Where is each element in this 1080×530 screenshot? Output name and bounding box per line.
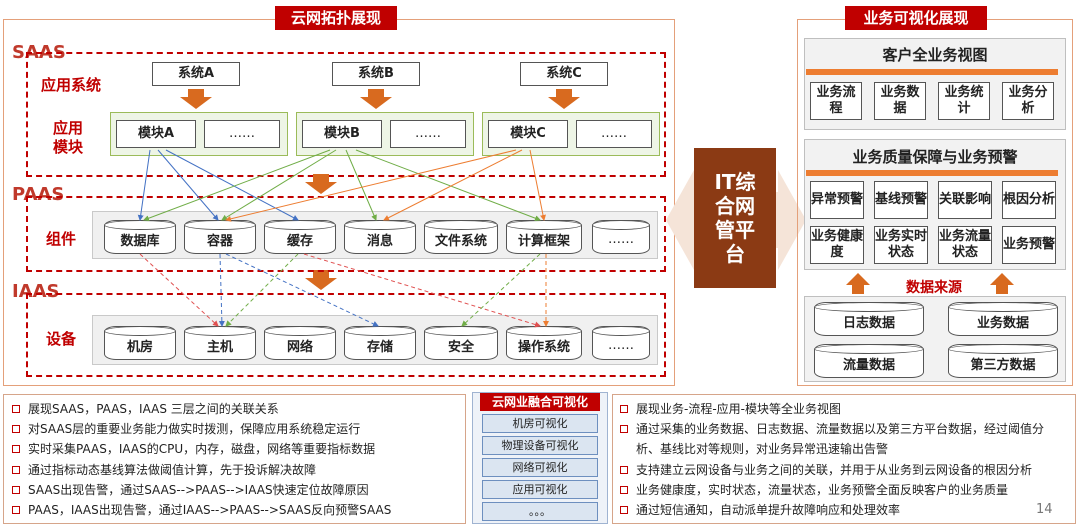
overview-analysis[interactable]: 业务分析 [1002, 82, 1054, 120]
it-platform[interactable]: IT综合网管平台 [694, 148, 776, 288]
it-platform-label: IT综合网管平台 [714, 170, 756, 266]
left-bullet: 展现SAAS，PAAS，IAAS 三层之间的关联关系 [10, 399, 462, 419]
right-bullet: 支持建立云网设备与业务之间的关联，并用于从业务到云网设备的根因分析 [618, 460, 1070, 480]
overview-bar [806, 69, 1058, 75]
source-log-data[interactable]: 日志数据 [814, 302, 924, 336]
paas-label: PAAS [12, 184, 65, 205]
device-more: …… [592, 326, 650, 360]
component-filesystem[interactable]: 文件系统 [424, 220, 498, 254]
left-bullet: SAAS出现告警，通过SAAS-->PAAS-->IAAS快速定位故障原因 [10, 480, 462, 500]
quality-health[interactable]: 业务健康度 [810, 226, 864, 264]
module-c-more: …… [576, 120, 652, 148]
device-network[interactable]: 网络 [264, 326, 336, 360]
quality-business-alert[interactable]: 业务预警 [1002, 226, 1056, 264]
fusion-network[interactable]: 网络可视化 [482, 458, 598, 477]
system-b[interactable]: 系统B [332, 62, 420, 86]
app-system-label: 应用系统 [40, 76, 101, 94]
overview-title: 客户全业务视图 [806, 44, 1064, 66]
left-bullet: 通过指标动态基线算法做阈值计算，先于投诉解决故障 [10, 460, 462, 480]
component-container[interactable]: 容器 [184, 220, 256, 254]
topology-title: 云网拓扑展现 [275, 6, 397, 30]
right-bullet: 通过短信通知，自动派单提升故障响应和处理效率 [618, 500, 1070, 520]
right-bullet-list: 展现业务-流程-应用-模块等全业务视图 通过采集的业务数据、日志数据、流量数据以… [618, 399, 1070, 520]
fusion-room[interactable]: 机房可视化 [482, 414, 598, 433]
right-bullet: 业务健康度，实时状态，流量状态，业务预警全面反映客户的业务质量 [618, 480, 1070, 500]
system-c[interactable]: 系统C [520, 62, 608, 86]
fusion-more: 。。。 [482, 502, 598, 521]
component-more: …… [592, 220, 650, 254]
arrow-system-a [180, 89, 212, 109]
right-bullets-box [612, 394, 1076, 524]
overview-process[interactable]: 业务流程 [810, 82, 862, 120]
data-source-label: 数据来源 [906, 280, 962, 296]
business-title: 业务可视化展现 [845, 6, 987, 30]
overview-data[interactable]: 业务数据 [874, 82, 926, 120]
quality-realtime-status[interactable]: 业务实时状态 [874, 226, 928, 264]
quality-root-cause[interactable]: 根因分析 [1002, 181, 1056, 219]
system-a[interactable]: 系统A [152, 62, 240, 86]
left-bullets-box [3, 394, 466, 524]
module-c[interactable]: 模块C [488, 120, 568, 148]
app-module-label: 应用模块 [52, 119, 83, 156]
component-cache[interactable]: 缓存 [264, 220, 336, 254]
source-traffic-data[interactable]: 流量数据 [814, 344, 924, 378]
arrow-system-b [360, 89, 392, 109]
right-bullet: 通过采集的业务数据、日志数据、流量数据以及第三方平台数据，经过阈值分析、基线比对… [618, 419, 1070, 459]
page-number: 14 [1036, 502, 1053, 517]
fusion-application[interactable]: 应用可视化 [482, 480, 598, 499]
fusion-title: 云网业融合可视化 [480, 393, 600, 411]
source-third-party-data[interactable]: 第三方数据 [948, 344, 1058, 378]
device-machine-room[interactable]: 机房 [104, 326, 176, 360]
right-bullet: 展现业务-流程-应用-模块等全业务视图 [618, 399, 1070, 419]
device-os[interactable]: 操作系统 [506, 326, 582, 360]
fusion-device[interactable]: 物理设备可视化 [482, 436, 598, 455]
left-bullet: PAAS，IAAS出现告警，通过IAAS-->PAAS-->SAAS反向预警SA… [10, 500, 462, 520]
left-bullet-list: 展现SAAS，PAAS，IAAS 三层之间的关联关系 对SAAS层的重要业务能力… [10, 399, 462, 520]
quality-traffic-status[interactable]: 业务流量状态 [938, 226, 992, 264]
module-a-more: …… [204, 120, 280, 148]
quality-title: 业务质量保障与业务预警 [806, 146, 1064, 168]
quality-anomaly-alert[interactable]: 异常预警 [810, 181, 864, 219]
overview-statistics[interactable]: 业务统计 [938, 82, 990, 120]
quality-bar [806, 170, 1058, 176]
component-compute-framework[interactable]: 计算框架 [506, 220, 582, 254]
module-a[interactable]: 模块A [116, 120, 196, 148]
component-label: 组件 [45, 230, 76, 248]
left-bullet: 对SAAS层的重要业务能力做实时拨测，保障应用系统稳定运行 [10, 419, 462, 439]
device-label: 设备 [45, 330, 76, 348]
module-b-more: …… [390, 120, 466, 148]
quality-correlation-impact[interactable]: 关联影响 [938, 181, 992, 219]
left-bullet: 实时采集PAAS，IAAS的CPU，内存，磁盘，网络等重要指标数据 [10, 439, 462, 459]
iaas-label: IAAS [12, 281, 60, 302]
device-security[interactable]: 安全 [424, 326, 498, 360]
module-b[interactable]: 模块B [302, 120, 382, 148]
source-business-data[interactable]: 业务数据 [948, 302, 1058, 336]
device-storage[interactable]: 存储 [344, 326, 416, 360]
arrow-system-c [548, 89, 580, 109]
component-message[interactable]: 消息 [344, 220, 416, 254]
quality-baseline-alert[interactable]: 基线预警 [874, 181, 928, 219]
